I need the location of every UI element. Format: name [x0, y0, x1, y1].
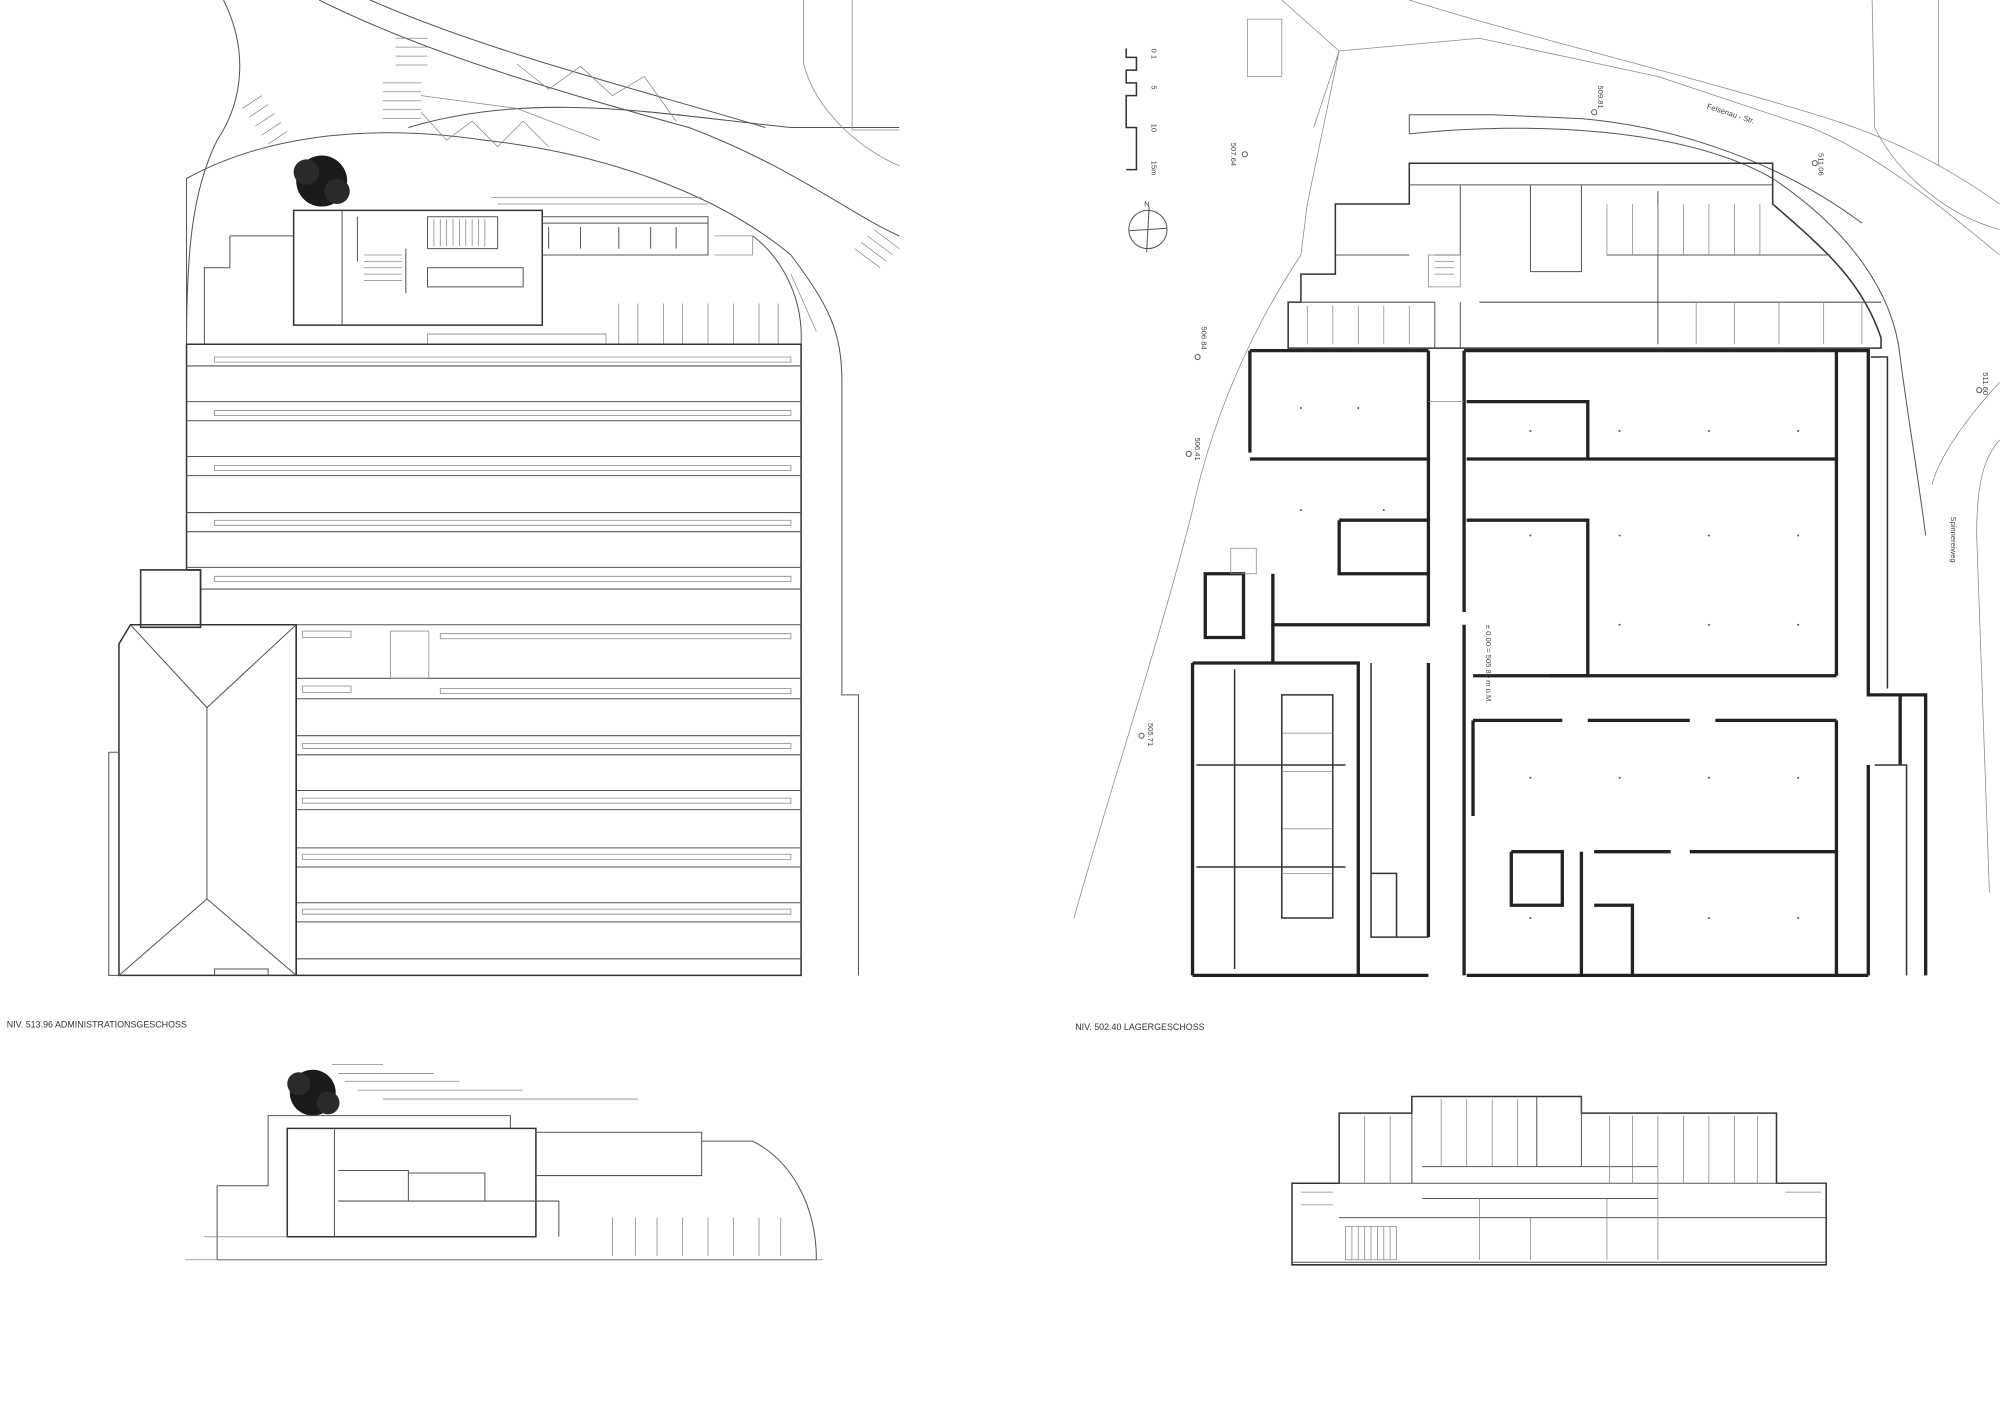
tree-icon	[293, 155, 350, 207]
street-label: Spinnereiweg	[1949, 516, 1958, 562]
spot-height-label: 507.64	[1229, 143, 1238, 167]
storage-walls	[1190, 348, 1928, 978]
spot-height-label: 506.41	[1193, 437, 1202, 460]
scale-tick-label: 0 1	[1150, 48, 1159, 59]
north-label: N	[1144, 200, 1150, 209]
right-site-plan: 0 1 5 10 15m N	[1073, 0, 2000, 1032]
spot-height-label: 506.84	[1199, 326, 1208, 350]
column-markers	[1299, 406, 1800, 920]
right-plan-caption: NIV. 502.40 LAGERGESCHOSS	[1075, 1022, 1204, 1032]
scale-tick-label: 15m	[1150, 161, 1159, 176]
spot-height-label: 511.60	[1981, 372, 1990, 395]
left-plan-caption: NIV. 513.96 ADMINISTRATIONSGESCHOSS	[7, 1020, 187, 1030]
spot-height-label: 511.06	[1817, 153, 1826, 176]
spot-height-label: 505.71	[1146, 723, 1155, 746]
datum-note: ± 0.00 = 505.80 m ü.M.	[1484, 625, 1493, 704]
scale-tick-label: 10	[1150, 124, 1159, 133]
roof-stripes	[186, 365, 802, 960]
spot-heights: 507.64 509.81 511.06 506.84 511.60 506.4…	[1138, 85, 1990, 746]
tree-icon	[287, 1069, 340, 1116]
left-elevation	[185, 1064, 823, 1261]
scale-tick-label: 5	[1150, 85, 1159, 89]
north-arrow-icon: N	[1128, 200, 1168, 253]
street-label: Felsenau - Str.	[1706, 102, 1756, 126]
left-site-plan: NIV. 513.96 ADMINISTRATIONSGESCHOSS	[7, 0, 900, 1030]
spot-height-label: 509.81	[1596, 85, 1605, 108]
scale-bar: 0 1 5 10 15m	[1125, 48, 1159, 176]
right-elevation	[1291, 1095, 1827, 1266]
